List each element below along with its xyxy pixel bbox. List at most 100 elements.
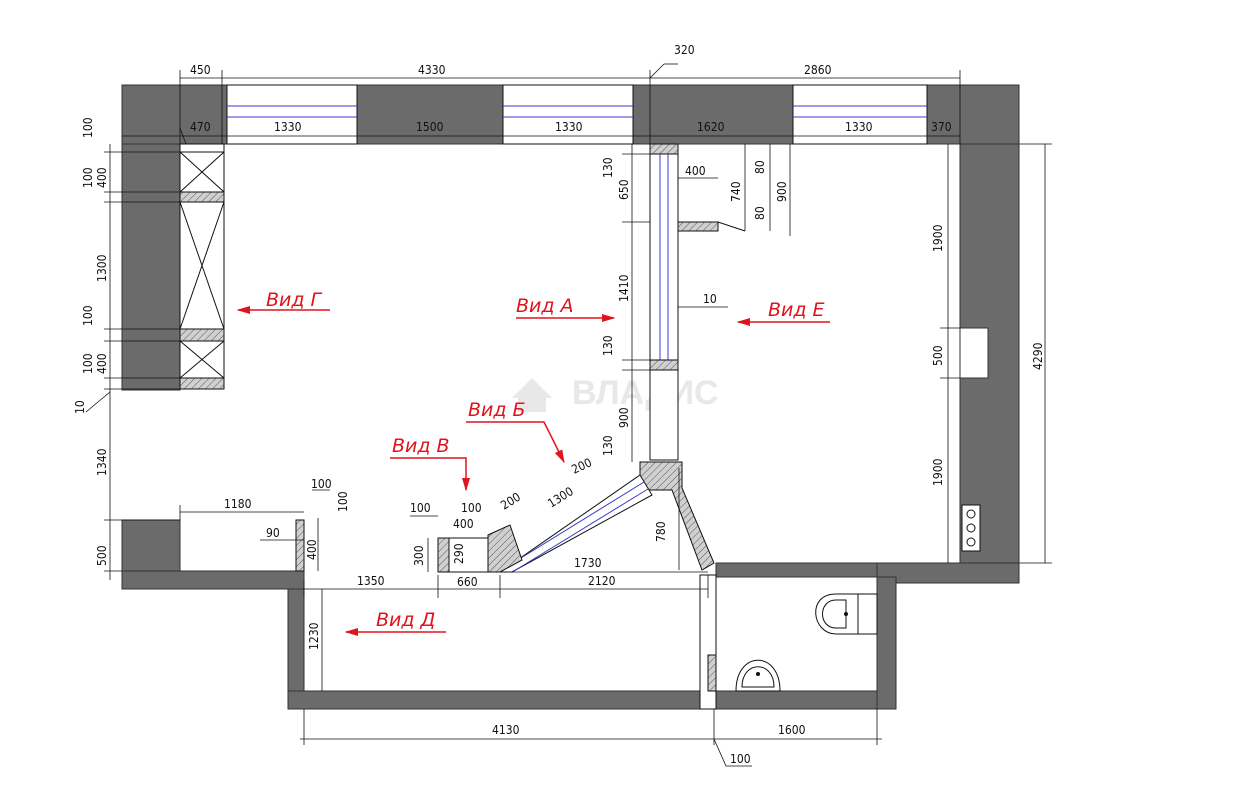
dimension-lines [85,63,1052,767]
view-b-marker: Вид Б [466,399,565,464]
dim-2860: 2860 [804,63,832,77]
dim-370: 370 [931,120,952,134]
watermark-text: ВЛАДИС [572,374,719,412]
dim-left-500: 500 [95,545,109,566]
dim-left-400-a: 400 [95,167,109,188]
view-markers: Вид Г Вид А Вид Е Вид Б Вид В Вид Д [236,289,830,637]
view-d-marker: Вид Д [344,609,446,637]
dim-left-100-d: 100 [81,353,95,374]
dim-low-400-b: 400 [453,517,474,531]
dim-mid-130-a: 130 [601,157,615,178]
dim-low-300: 300 [412,545,426,566]
left-cabinet [179,143,225,390]
dim-left-100-b: 100 [81,167,95,188]
wall-left-lower [121,519,181,572]
wall-top-pier [356,84,504,145]
view-v-label: Вид В [392,435,450,457]
dim-right-1900-b: 1900 [931,458,945,486]
dim-1620: 1620 [697,120,725,134]
dim-470: 470 [190,120,211,134]
view-e-marker: Вид Е [736,299,830,327]
view-g-label: Вид Г [266,289,323,311]
dim-450: 450 [190,63,211,77]
view-v-marker: Вид В [390,435,471,492]
dimension-labels: 450 4330 320 2860 470 1330 1500 1330 162… [73,43,1045,766]
dim-1330-c: 1330 [845,120,873,134]
wall-top-mid [632,84,794,145]
dim-4330: 4330 [418,63,446,77]
dim-left-10: 10 [73,400,87,414]
sink-icon [735,659,781,692]
dim-320: 320 [674,43,695,57]
view-b-arrow [466,421,565,464]
dim-mid-1300: 1300 [545,484,576,510]
dim-1500: 1500 [416,120,444,134]
dim-mid-2120: 2120 [588,574,616,588]
house-icon [512,378,552,412]
dim-mid-130-c: 130 [601,435,615,456]
view-g-marker: Вид Г [236,289,330,315]
bath-door-jamb [707,654,717,692]
dim-bot-1600: 1600 [778,723,806,737]
dim-mid-900-b: 900 [617,407,631,428]
small-post [295,519,305,572]
dim-low-400-a: 400 [305,539,319,560]
wall-bottom-left [121,570,305,590]
dim-mid-780: 780 [654,521,668,542]
walls [121,84,1020,710]
dim-right-1900-a: 1900 [931,224,945,252]
view-a-marker: Вид А [516,295,616,323]
dim-mid-10: 10 [703,292,717,306]
dim-mid-900-a: 900 [775,181,789,202]
dim-mid-1730: 1730 [574,556,602,570]
dim-low-90: 90 [266,526,280,540]
windows [226,84,928,145]
dim-mid-400: 400 [685,164,706,178]
dim-low-1350: 1350 [357,574,385,588]
dim-mid-740: 740 [729,181,743,202]
central-partition [639,143,746,571]
dim-mid-80-a: 80 [753,160,767,174]
wall-bath-top [715,562,878,578]
dim-low-100-a: 100 [311,477,332,491]
view-a-label: Вид А [516,295,574,317]
dim-left-100-c: 100 [81,305,95,326]
view-b-label: Вид Б [468,399,526,421]
watermark: ВЛАДИС [512,374,719,412]
view-v-arrow [390,457,471,492]
wall-top-left [121,84,228,145]
dim-low-100-b: 100 [336,491,350,512]
dim-left-1340: 1340 [95,448,109,476]
dim-mid-200-b: 200 [498,490,523,513]
toilet-icon [815,593,878,635]
dim-mid-130-b: 130 [601,335,615,356]
dim-right-500: 500 [931,345,945,366]
dim-low-290: 290 [452,543,466,564]
dim-low-1230: 1230 [307,622,321,650]
dim-mid-80-b: 80 [753,206,767,220]
wall-right-niche [959,327,989,379]
dim-mid-200-a: 200 [569,455,594,476]
wall-left-upper [121,143,181,391]
wall-right-bottom [876,562,1020,584]
view-e-label: Вид Е [768,299,825,321]
dim-low-100-c: 100 [410,501,431,515]
dim-bot-100: 100 [730,752,751,766]
dim-1330-a: 1330 [274,120,302,134]
wall-corridor-bottom [287,690,897,710]
wall-bath-right [876,576,897,710]
dim-low-1180: 1180 [224,497,252,511]
dim-low-100-d: 100 [461,501,482,515]
dim-right-4290: 4290 [1031,342,1045,370]
diagonal-partition [437,474,653,573]
dim-mid-1410: 1410 [617,274,631,302]
dim-1330-b: 1330 [555,120,583,134]
dim-mid-650: 650 [617,179,631,200]
dim-left-100-a: 100 [81,117,95,138]
view-d-label: Вид Д [376,609,435,631]
wall-top-right [926,84,1020,145]
dim-left-400-b: 400 [95,353,109,374]
dim-low-660: 660 [457,575,478,589]
dim-left-1300: 1300 [95,254,109,282]
